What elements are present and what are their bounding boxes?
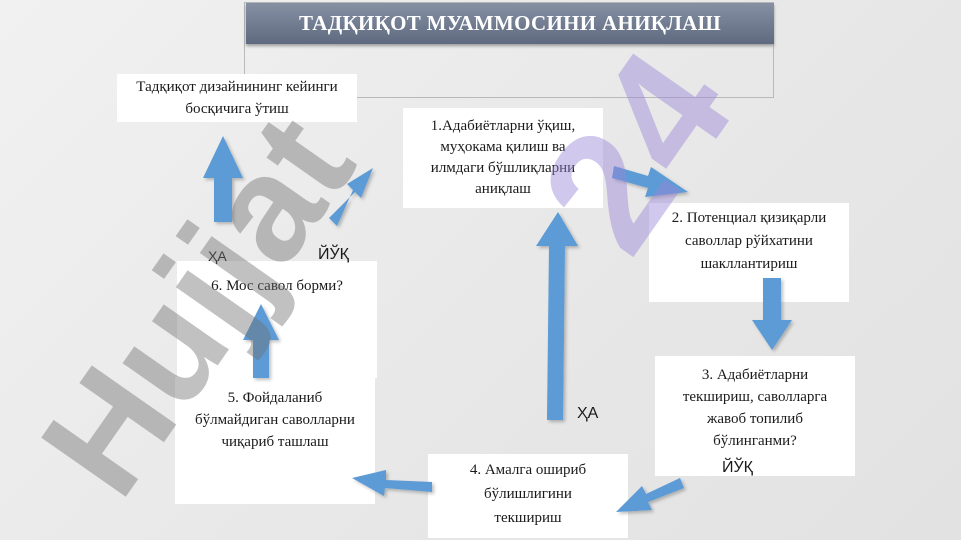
next-stage-box: Тадқиқот дизайнининг кейинги босқичига ў… — [117, 74, 357, 122]
step2-box: 2. Потенциал қизиқарли саволлар рўйхатин… — [649, 203, 849, 302]
step4-box: 4. Амалга ошириб бўлишлигини текшириш — [428, 454, 628, 538]
step3-box: 3. Адабиётларни текшириш, саволларга жав… — [655, 356, 855, 476]
title-frame — [244, 2, 774, 98]
step6-box: 6. Мос савол борми? — [177, 261, 377, 378]
yes-label-mid: ҲА — [577, 405, 599, 422]
page-title: ТАДҚИҚОТ МУАММОСИНИ АНИҚЛАШ — [246, 3, 774, 44]
no-label-bottom: ЙЎҚ — [722, 459, 753, 476]
no-label-top: ЙЎҚ — [318, 246, 349, 263]
yes-label-left: ҲА — [208, 248, 227, 264]
step5-box: 5. Фойдаланиб бўлмайдиган саволларни чиқ… — [175, 377, 375, 504]
step1-box: 1.Адабиётларни ўқиш, муҳокама қилиш ва и… — [403, 108, 603, 208]
